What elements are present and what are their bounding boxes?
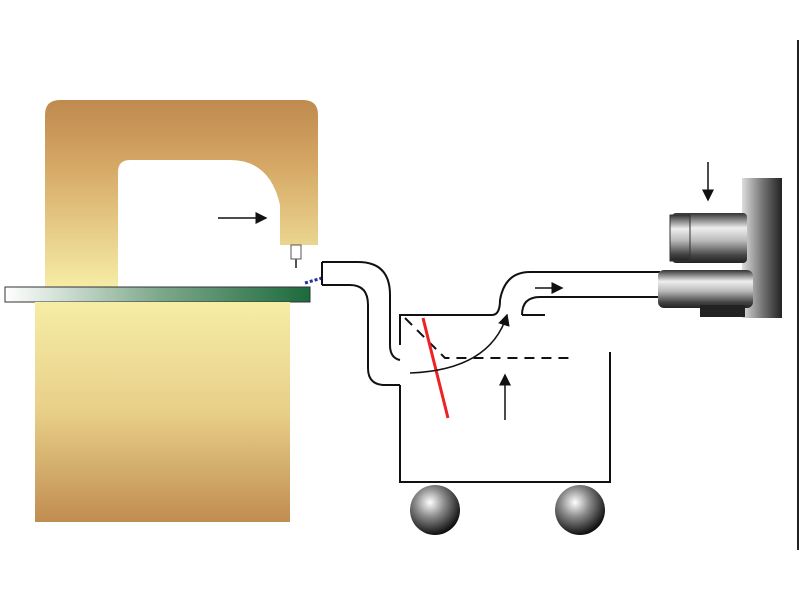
collector-tank: [399, 271, 660, 483]
blade-guide: [290, 244, 302, 260]
chips: [304, 276, 323, 285]
filter-element: [421, 317, 450, 419]
wheel-icon: [555, 485, 605, 535]
blower-motor: [658, 178, 782, 318]
bandsaw-frame: [45, 100, 318, 288]
wheel-icon: [410, 485, 460, 535]
inlet-duct: [321, 261, 401, 386]
filter-dashed-line: [404, 317, 572, 359]
flow-arrow-icon: [409, 313, 510, 374]
saw-table: [4, 286, 311, 303]
saw-base: [35, 302, 290, 522]
